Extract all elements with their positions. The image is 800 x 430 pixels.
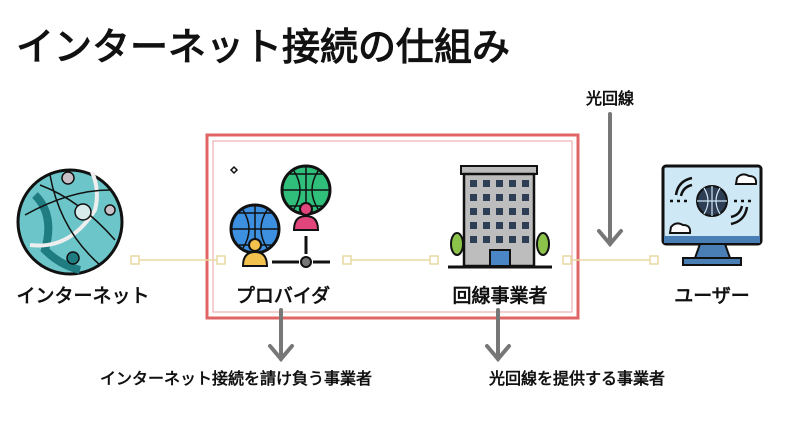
connector-internet-provider — [130, 255, 226, 265]
node-label-carrier: 回線事業者 — [452, 284, 547, 307]
page-title: インターネット接続の仕組み — [16, 25, 510, 69]
carrier-desc-arrow-icon — [485, 308, 511, 363]
node-label-user: ユーザー — [674, 285, 750, 307]
monitor-icon — [661, 164, 763, 266]
fiber-label: 光回線 — [585, 89, 634, 108]
group-box — [205, 133, 580, 320]
provider-network-icon — [229, 164, 332, 268]
fiber-arrow-icon — [597, 112, 623, 248]
provider-desc-arrow-icon — [268, 308, 294, 363]
node-label-internet: インターネット — [16, 285, 149, 307]
connector-carrier-user — [562, 255, 659, 265]
node-label-provider: プロバイダ — [236, 284, 330, 307]
internet-globe-icon — [16, 168, 124, 276]
provider-description: インターネット接続を請け負う事業者 — [100, 369, 372, 388]
group-box-inner — [212, 140, 573, 313]
connector-provider-carrier — [342, 255, 439, 265]
carrier-description: 光回線を提供する事業者 — [488, 369, 665, 388]
building-icon — [448, 165, 552, 269]
